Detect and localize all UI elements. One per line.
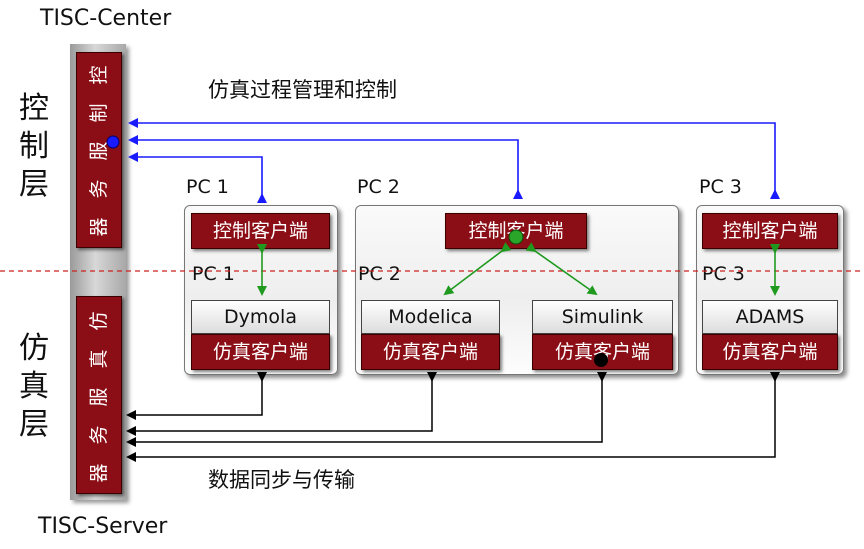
pc2-control-arrow [128,135,523,199]
layer-char: 控 [19,91,49,126]
control-flow-label: 仿真过程管理和控制 [208,78,397,102]
pc2-simulink-link [525,242,598,296]
pc1-control-client: 控制客户端 [191,213,330,249]
data-hub-dot [594,353,608,367]
pc3-inner-label: PC 3 [702,263,745,285]
layer-char: 仿 [19,331,49,366]
pc3-sim-client: 仿真客户端 [702,334,838,370]
control-hub-dot [106,135,120,149]
layer-char: 层 [19,407,49,442]
pc3-control-client: 控制客户端 [702,213,838,249]
layer-char: 制 [19,129,49,164]
control-layer-label: 控 制 层 [14,90,54,204]
layer-char: 真 [19,369,49,404]
control-service-bar: 控 制 服 务 器 [76,52,122,248]
pc1-inner-label: PC 1 [192,263,235,285]
layer-char: 层 [19,167,49,202]
pc3-data-arrow [126,372,780,462]
pc1-data-arrow [126,372,267,420]
control-arrows [128,118,780,203]
client-arrows [257,242,780,296]
pc2a-data-arrow [126,372,437,436]
pc3-tool-adams: ADAMS [702,300,838,334]
pc2-sim-client-1: 仿真客户端 [361,334,500,370]
pc1-sim-client: 仿真客户端 [191,334,330,370]
pc2-inner-label: PC 2 [358,263,401,285]
pc1-control-arrow [128,152,267,203]
pc3-control-arrow [128,118,780,199]
simulation-layer-label: 仿 真 层 [14,330,54,444]
pc2-tool-modelica: Modelica [361,300,500,334]
center-title: TISC-Center [40,6,172,31]
simulation-service-bar: 仿 真 服 务 器 [76,296,122,494]
data-flow-label: 数据同步与传输 [208,468,355,492]
pc1-tool-dymola: Dymola [191,300,330,334]
pc2-modelica-link [443,242,512,296]
pc2-tool-simulink: Simulink [532,300,673,334]
pc2-sim-client-2: 仿真客户端 [532,334,673,370]
pc2-client-hub-dot [508,229,524,245]
server-title: TISC-Server [38,514,168,539]
pc2b-data-arrow [126,372,607,447]
data-arrows [126,372,780,462]
